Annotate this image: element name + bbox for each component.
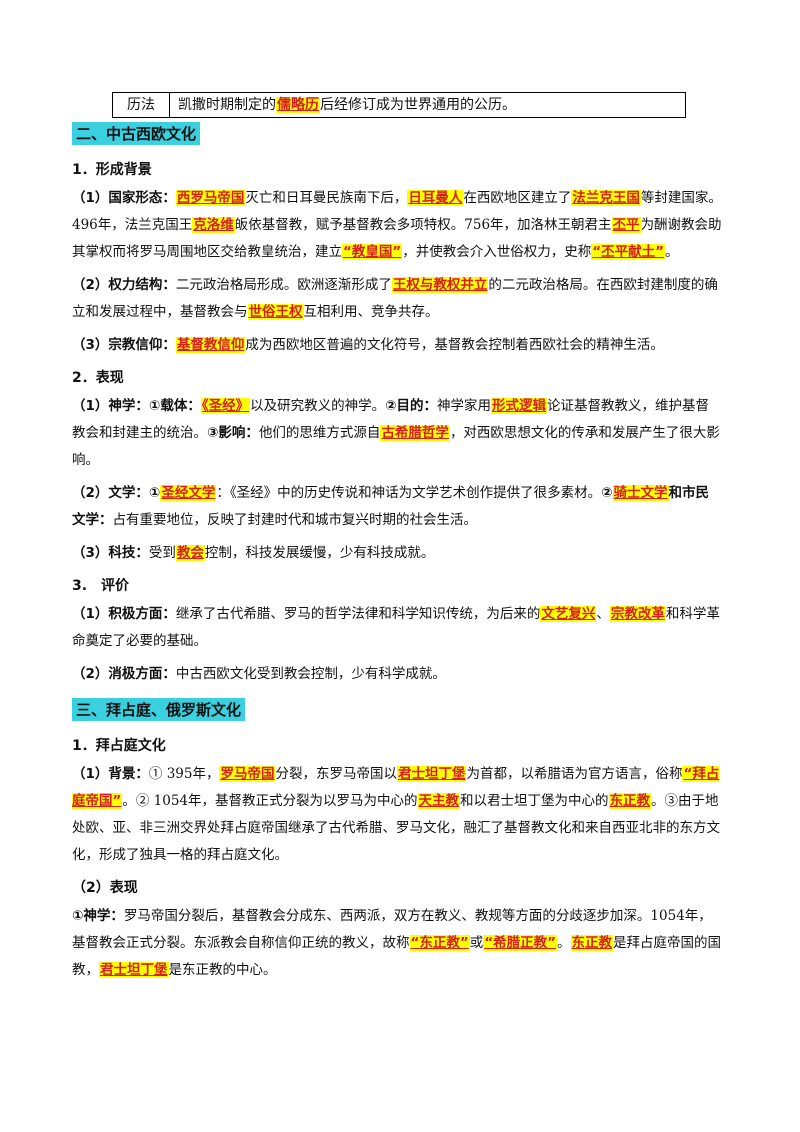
subsection-heading: （2）表现 bbox=[72, 880, 138, 896]
highlight-term: 日耳曼人 bbox=[407, 190, 464, 206]
highlight-term: 基督教信仰 bbox=[175, 337, 246, 353]
highlight-term: 《圣经》 bbox=[200, 398, 251, 414]
subsection-heading: 2．表现 bbox=[72, 370, 124, 386]
section-title: 二、中古西欧文化 bbox=[72, 122, 201, 145]
subsection-heading: 1．拜占庭文化 bbox=[72, 738, 166, 754]
highlight-term: 西罗马帝国 bbox=[175, 190, 246, 206]
highlight-term: 东正教 bbox=[570, 935, 613, 951]
highlight-term: 形式逻辑 bbox=[491, 398, 548, 414]
highlight-term: 古希腊哲学 bbox=[380, 425, 450, 441]
highlight-term: 罗马帝国 bbox=[219, 766, 276, 782]
table-value-cell: 凯撒时期制定的儒略历后经修订成为世界通用的公历。 bbox=[169, 92, 686, 118]
highlight-term: “教皇国” bbox=[342, 244, 403, 260]
highlight-term: “希腊正教” bbox=[483, 935, 557, 951]
paragraph-negative: （2）消极方面：中古西欧文化受到教会控制，少有科学成就。 bbox=[72, 666, 446, 682]
highlight-term: 文艺复兴 bbox=[540, 606, 597, 622]
highlight-term: 君士坦丁堡 bbox=[99, 962, 169, 978]
paragraph-byzantine-background: （1）背景：① 395年，罗马帝国分裂，东罗马帝国以君士坦丁堡为首都，以希腊语为… bbox=[72, 766, 720, 863]
highlight-term: 教会 bbox=[175, 545, 205, 561]
highlight-term: 世俗王权 bbox=[247, 304, 304, 320]
subsection-heading: 1．形成背景 bbox=[72, 162, 152, 178]
paragraph-religion: （3）宗教信仰：基督教信仰成为西欧地区普遍的文化符号，基督教会控制着西欧社会的精… bbox=[72, 337, 664, 353]
paragraph-state-form: （1）国家形态：西罗马帝国灭亡和日耳曼民族南下后，日耳曼人在西欧地区建立了法兰克… bbox=[72, 190, 722, 260]
paragraph-theology: （1）神学：①载体：《圣经》以及研究教义的神学。②目的：神学家用形式逻辑论证基督… bbox=[72, 398, 720, 468]
highlight-term: 克洛维 bbox=[192, 217, 235, 233]
table-row: 历法 凯撒时期制定的儒略历后经修订成为世界通用的公历。 bbox=[112, 92, 686, 118]
subsection-heading: 3. 评价 bbox=[72, 578, 130, 594]
highlight-term: 东正教 bbox=[608, 793, 652, 809]
paragraph-technology: （3）科技：受到教会控制，科技发展缓慢，少有科技成就。 bbox=[72, 545, 435, 561]
highlight-term: 圣经文学 bbox=[160, 485, 217, 501]
highlight-term: 丕平 bbox=[611, 217, 641, 233]
highlight-term: 宗教改革 bbox=[609, 606, 666, 622]
highlight-term: 君士坦丁堡 bbox=[396, 766, 467, 782]
highlight-term: “丕平献土” bbox=[591, 244, 665, 260]
highlight-term: 骑士文学 bbox=[612, 485, 669, 501]
paragraph-literature: （2）文学：①圣经文学：《圣经》中的历史传说和神话为文学艺术创作提供了很多素材。… bbox=[72, 485, 710, 528]
paragraph-power-structure: （2）权力结构：二元政治格局形成。欧洲逐渐形成了王权与教权并立的二元政治格局。在… bbox=[72, 277, 718, 320]
highlight-term: 儒略历 bbox=[276, 97, 320, 113]
paragraph-positive: （1）积极方面：继承了古代希腊、罗马的哲学法律和科学知识传统，为后来的文艺复兴、… bbox=[72, 606, 720, 649]
highlight-term: 法兰克王国 bbox=[571, 190, 641, 206]
paragraph-byzantine-theology: ①神学：罗马帝国分裂后，基督教会分成东、西两派，双方在教义、教规等方面的分歧逐步… bbox=[72, 908, 721, 978]
highlight-term: “东正教” bbox=[409, 935, 470, 951]
table-key-cell: 历法 bbox=[112, 92, 170, 118]
section-title: 三、拜占庭、俄罗斯文化 bbox=[72, 698, 246, 721]
document-page: 历法 凯撒时期制定的儒略历后经修订成为世界通用的公历。 二、中古西欧文化 1．形… bbox=[72, 92, 722, 990]
calendar-table: 历法 凯撒时期制定的儒略历后经修订成为世界通用的公历。 bbox=[112, 92, 686, 118]
highlight-term: 王权与教权并立 bbox=[391, 277, 489, 293]
highlight-term: 天主教 bbox=[417, 793, 461, 809]
